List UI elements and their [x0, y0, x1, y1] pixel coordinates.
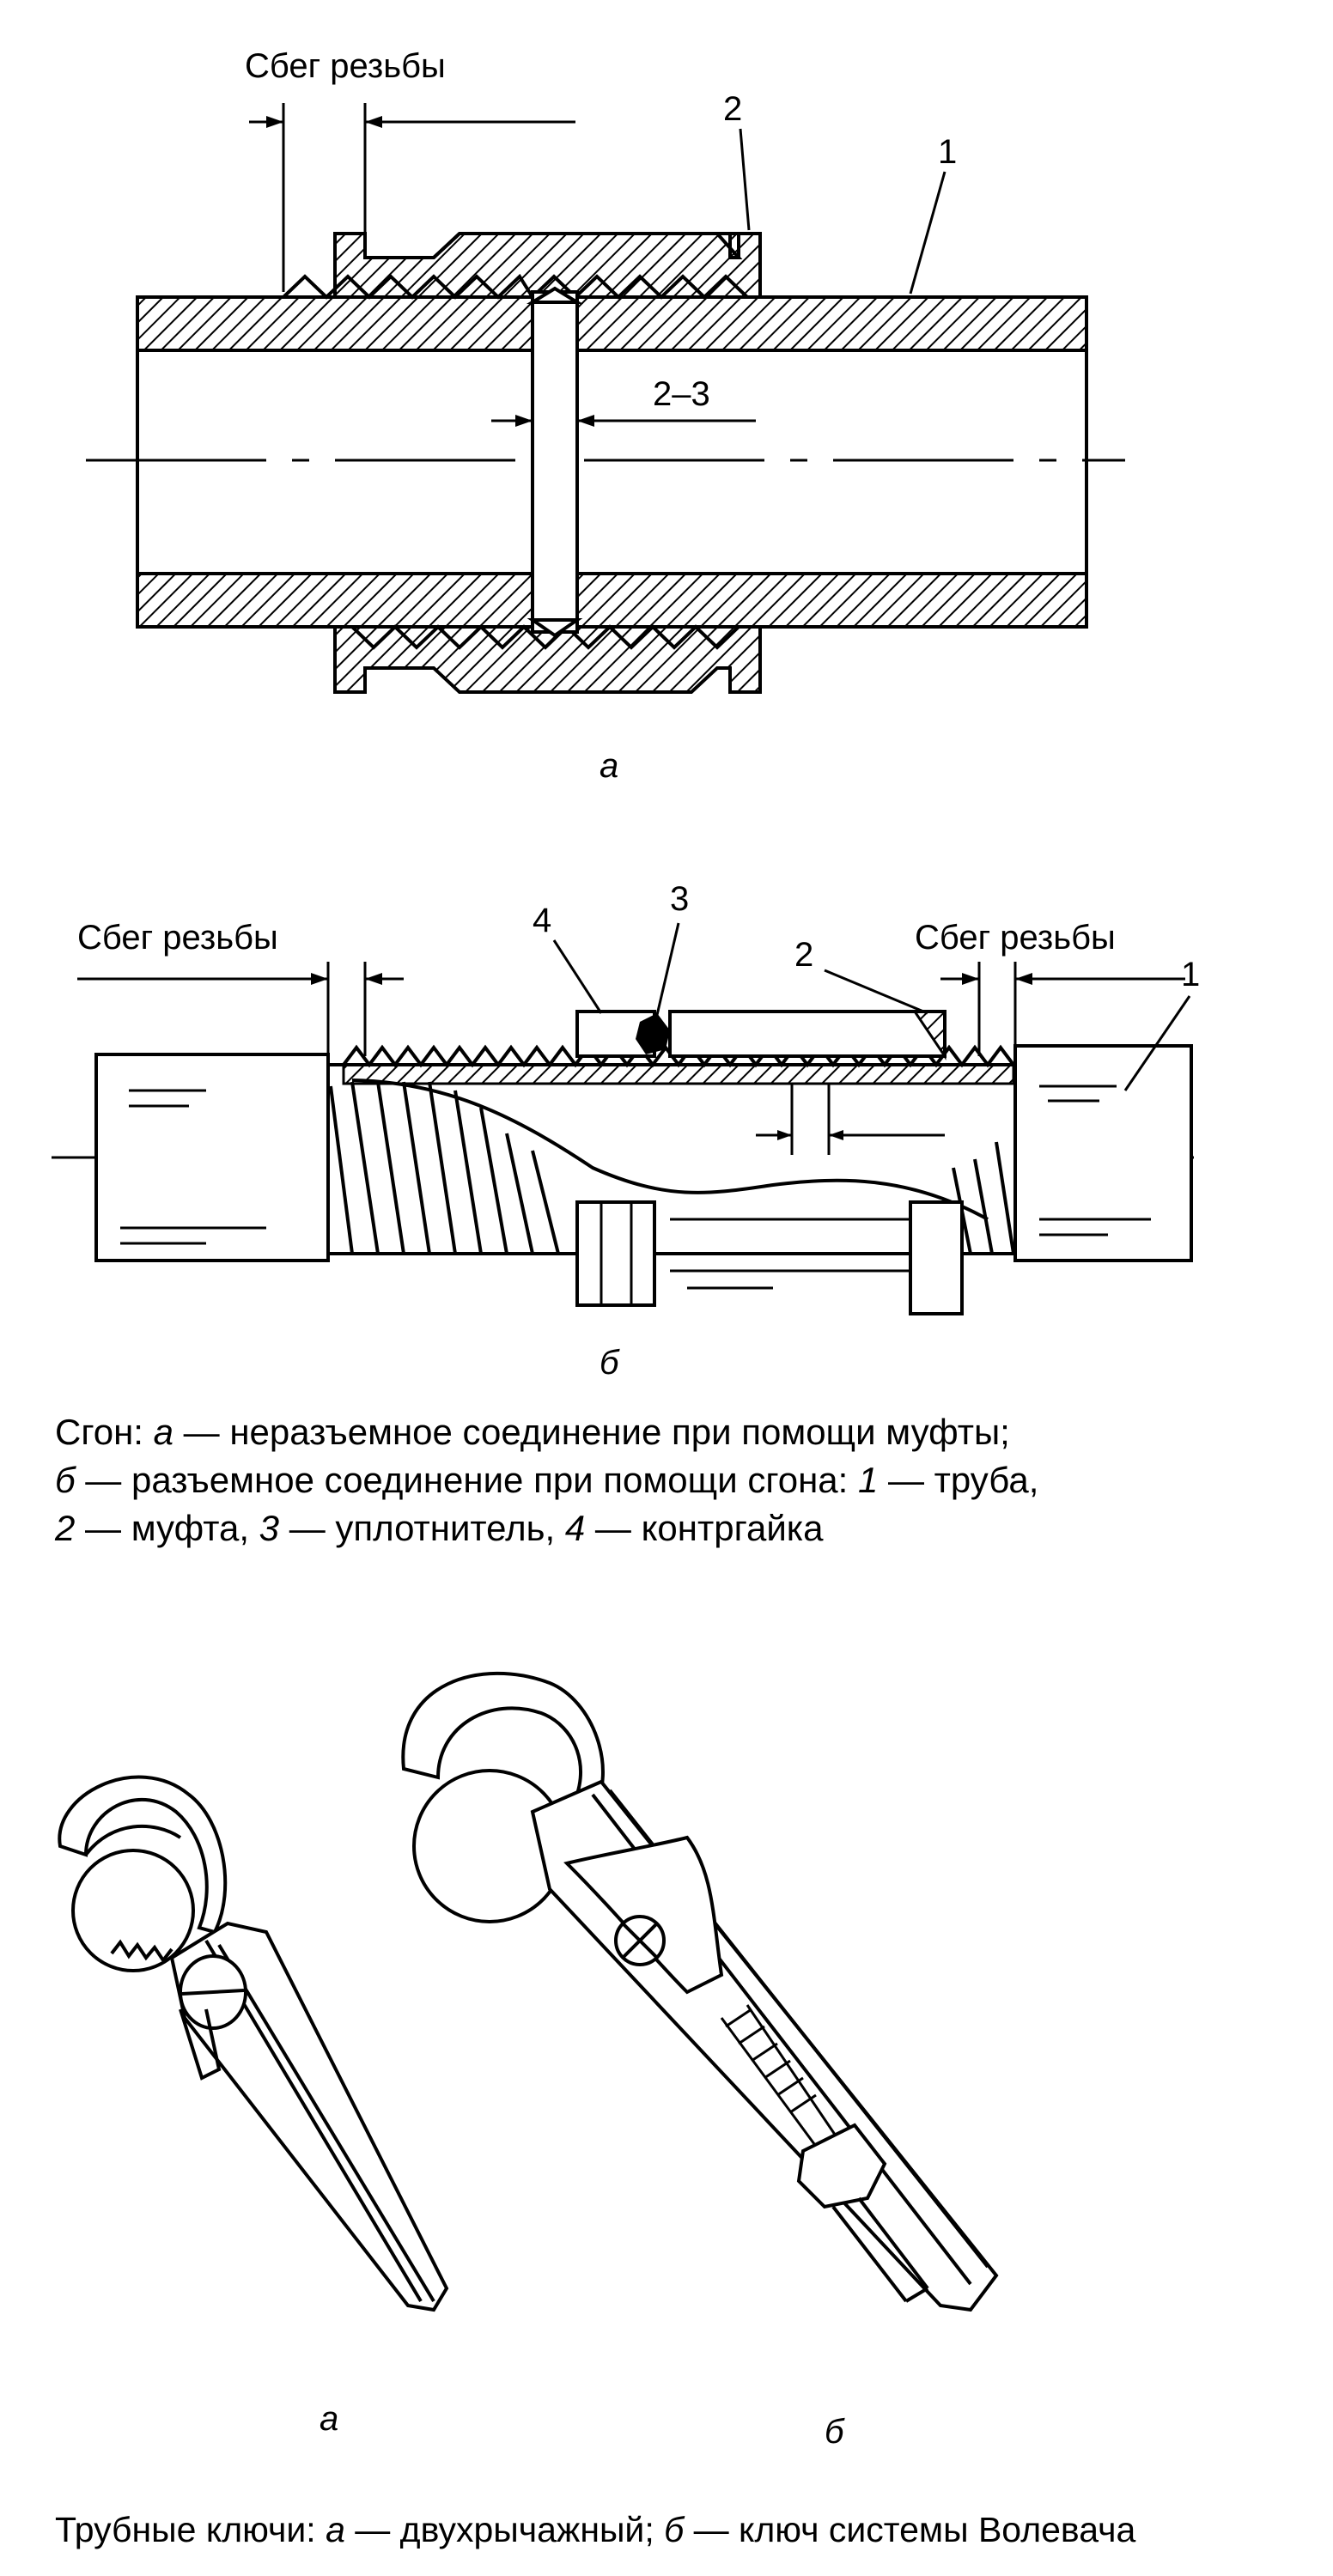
wrench-a-two-lever — [58, 1775, 449, 2312]
callout-b-1: 1 — [1181, 956, 1200, 993]
lower-coupling — [333, 625, 762, 694]
caption-union-line-1: Сгон: а — неразъемное соединение при пом… — [55, 1412, 1010, 1452]
wrench-b-volevach — [401, 1671, 999, 2312]
thread-runout-left: Сбег резьбы — [77, 919, 278, 957]
pipe-gap — [531, 290, 579, 634]
figure-b-label: б — [600, 1344, 619, 1382]
gap-label: 2–3 — [653, 375, 710, 413]
left-pipe — [94, 1053, 330, 1262]
caption-union: Сгон: а — неразъемное соединение при пом… — [55, 1408, 1038, 1552]
figure-b-union-joint: Сбег резьбы Сбег резьбы 4 3 2 1 — [52, 880, 1200, 1315]
wrench-b-label: б — [825, 2413, 844, 2451]
caption-union-line-2: б — разъемное соединение при помощи сгон… — [55, 1460, 1039, 1500]
pipe-circle-a — [71, 1849, 195, 1972]
callout-b-2: 2 — [794, 936, 813, 974]
caption-wrenches: Трубные ключи: а — двухрычажный; б — клю… — [55, 2510, 1136, 2549]
upper-pipe-wall — [136, 295, 1088, 352]
figure-a-label: а — [600, 747, 619, 785]
thread-runout-right: Сбег резьбы — [915, 919, 1116, 957]
right-pipe — [1013, 1044, 1193, 1262]
callout-2: 2 — [723, 90, 742, 128]
lower-thread — [350, 624, 740, 650]
wrench-a-label: а — [320, 2400, 339, 2438]
lower-pipe-wall — [136, 572, 1088, 629]
callout-1: 1 — [938, 133, 957, 171]
thread-runout-label: Сбег резьбы — [245, 47, 446, 85]
callout-b-4: 4 — [533, 902, 551, 939]
sealant — [636, 1013, 670, 1054]
figure-a-coupling-joint: 2–3 Сбег резьбы 2 1 — [86, 47, 1125, 694]
callout-b-3: 3 — [670, 880, 689, 918]
locknut — [575, 1010, 656, 1058]
upper-thread — [282, 273, 749, 301]
caption-union-line-3: 2 — муфта, 3 — уплотнитель, 4 — контргай… — [55, 1508, 824, 1548]
